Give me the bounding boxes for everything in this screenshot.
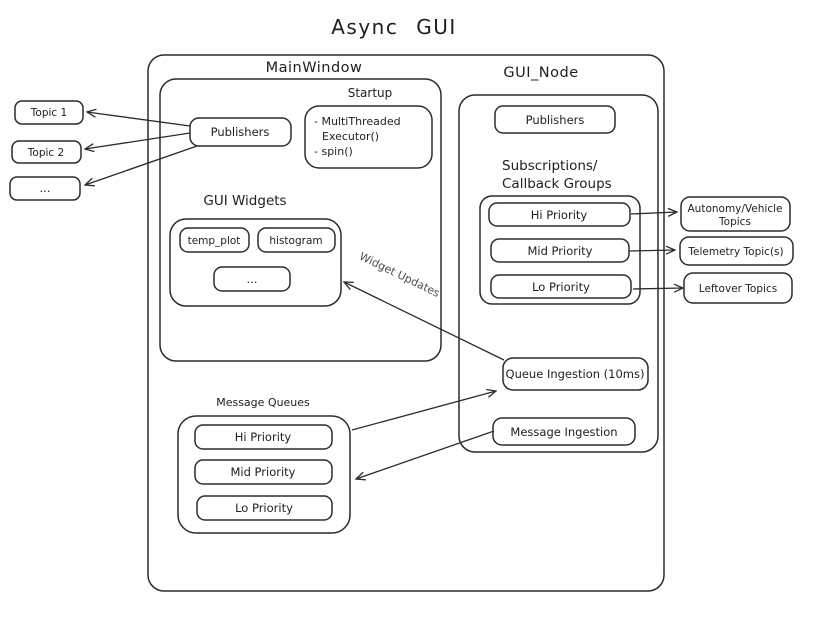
- topic-more-box: [9, 176, 81, 201]
- arrow-queue-ingestion-gui-widgets: [344, 282, 505, 361]
- mw-publishers-box: [189, 117, 292, 147]
- startup-line-3: - spin(): [314, 145, 353, 158]
- mw-publishers-label: Publishers: [211, 125, 270, 139]
- subscriptions-label-line2: Callback Groups: [502, 176, 612, 192]
- mq-mid-priority-box: [194, 459, 333, 485]
- topic2-box: [11, 140, 82, 164]
- widget-histogram-label: histogram: [269, 235, 322, 247]
- topic2-label: Topic 2: [27, 147, 64, 159]
- startup-label: Startup: [348, 86, 393, 100]
- message-ingestion-label: Message Ingestion: [510, 425, 617, 439]
- subscriptions-label-line1: Subscriptions/: [502, 158, 598, 174]
- mq-hi-priority-label: Hi Priority: [235, 430, 292, 444]
- widget-temp-plot-box: [179, 227, 250, 253]
- gn-lo-priority-box: [490, 274, 632, 299]
- topic1-label: Topic 1: [30, 107, 67, 119]
- arrow-hi-priority-autonomy-topics: [630, 212, 677, 214]
- gn-publishers-box: [494, 105, 616, 134]
- mq-hi-priority-box: [194, 424, 333, 450]
- arrow-lo-priority-leftover-topics: [632, 288, 683, 289]
- gui-node-label: GUI_Node: [503, 65, 578, 81]
- autonomy-topics-label-line1: Autonomy/Vehicle: [688, 203, 783, 215]
- main-window-label: MainWindow: [266, 60, 363, 76]
- gn-hi-priority-box: [488, 202, 631, 227]
- gn-mid-priority-box: [490, 238, 630, 263]
- mq-lo-priority-label: Lo Priority: [235, 501, 293, 515]
- mq-mid-priority-label: Mid Priority: [230, 465, 295, 479]
- queue-ingestion-box: [502, 357, 649, 391]
- widget-temp-plot-label: temp_plot: [188, 235, 241, 247]
- widget-more-box: [213, 266, 291, 292]
- telemetry-topics-box: [679, 236, 794, 266]
- arrow-publishers-topic2: [85, 132, 191, 149]
- topic1-box: [14, 100, 84, 125]
- message-queues-label: Message Queues: [216, 396, 310, 409]
- widget-more-label: ...: [247, 272, 258, 286]
- diagram-title: Async GUI: [331, 15, 457, 39]
- autonomy-topics-label-line2: Topics: [718, 216, 751, 228]
- gn-lo-priority-label: Lo Priority: [532, 280, 590, 294]
- telemetry-topics-label: Telemetry Topic(s): [687, 246, 783, 258]
- gui-widgets-label: GUI Widgets: [203, 193, 286, 209]
- arrow-mid-priority-telemetry-topics: [629, 250, 675, 251]
- leftover-topics-label: Leftover Topics: [699, 283, 777, 295]
- startup-box: [304, 105, 433, 169]
- startup-line-2: Executor(): [322, 130, 379, 143]
- autonomy-topics-box: [680, 196, 791, 232]
- arrow-publishers-topic1: [87, 112, 191, 127]
- gn-mid-priority-label: Mid Priority: [527, 244, 592, 258]
- queue-ingestion-label: Queue Ingestion (10ms): [506, 367, 645, 381]
- mq-lo-priority-box: [196, 495, 333, 521]
- widget-histogram-box: [257, 227, 336, 253]
- arrow-message-queues-queue-ingestion: [351, 391, 496, 431]
- topic-more-label: ...: [40, 181, 51, 195]
- startup-line-1: - MultiThreaded: [314, 115, 401, 128]
- gn-publishers-label: Publishers: [526, 113, 585, 127]
- arrow-message-ingestion-message-queues: [356, 430, 495, 479]
- arrow-publishers-topic-more: [85, 145, 198, 185]
- gn-hi-priority-label: Hi Priority: [531, 208, 588, 222]
